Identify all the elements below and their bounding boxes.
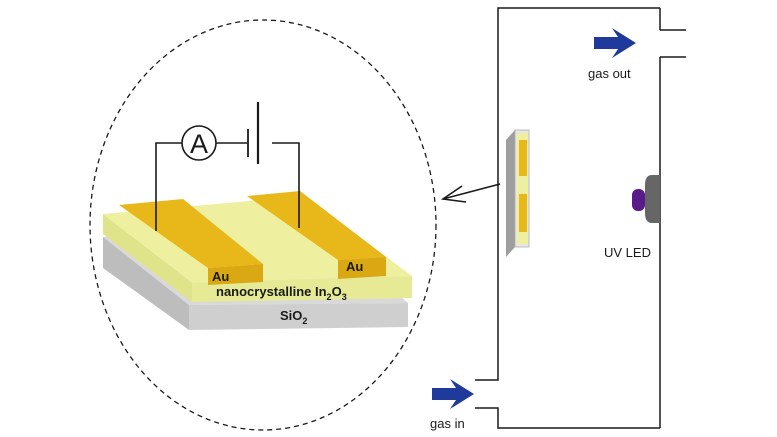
substrate-text: SiO xyxy=(280,308,302,323)
sensor-chip-small xyxy=(506,129,530,257)
ammeter-label: A xyxy=(190,129,208,159)
substrate-front xyxy=(103,237,189,330)
oxide-layer-sub1: 2 xyxy=(327,292,332,302)
au-label-right: Au xyxy=(346,259,363,274)
gas-in-arrow xyxy=(432,379,474,409)
gas-out-arrow xyxy=(594,28,636,58)
au-electrode-right-top xyxy=(247,191,386,260)
measurement-circuit xyxy=(155,142,300,231)
chip-oxide xyxy=(517,133,528,244)
oxide-layer-mid: O xyxy=(332,284,342,299)
uv-led-label: UV LED xyxy=(604,245,651,260)
uv-led-icon xyxy=(632,175,660,223)
substrate-side xyxy=(189,303,408,330)
oxide-layer-sub2: 3 xyxy=(342,292,347,302)
wire-right xyxy=(272,142,300,228)
pointer-arrow-icon xyxy=(440,183,501,203)
gas-out-label: gas out xyxy=(588,66,631,81)
pointer-head xyxy=(440,185,467,203)
chip-electrode-bottom xyxy=(519,194,527,232)
chamber-top-wall xyxy=(475,7,660,381)
oxide-layer-text: nanocrystalline In xyxy=(216,284,327,299)
chip-electrode-top xyxy=(519,140,527,176)
pointer-shaft xyxy=(442,183,501,200)
au-electrode-left-top xyxy=(119,199,263,268)
wire-left xyxy=(155,142,182,231)
led-body xyxy=(645,175,660,223)
substrate-label: SiO2 xyxy=(280,308,307,326)
au-electrode-left-front xyxy=(208,264,263,285)
battery-icon xyxy=(247,102,260,164)
zoom-ellipse xyxy=(89,19,437,431)
sensor-device-enlarged xyxy=(103,191,412,330)
blue-arrow-icon xyxy=(594,28,636,58)
ammeter-icon: A xyxy=(181,125,217,161)
substrate-sub: 2 xyxy=(302,316,307,326)
au-label-left: Au xyxy=(212,269,229,284)
chip-side xyxy=(506,130,515,257)
au-electrode-right-front xyxy=(338,257,386,279)
gas-in-label: gas in xyxy=(430,416,465,431)
blue-arrow-icon xyxy=(432,379,474,409)
gas-chamber xyxy=(475,7,686,429)
oxide-layer-label: nanocrystalline In2O3 xyxy=(216,284,347,302)
chamber-bottom-wall xyxy=(475,407,660,429)
oxide-layer-front xyxy=(103,214,192,302)
ammeter-circle xyxy=(181,125,217,161)
led-emitter xyxy=(632,189,645,211)
